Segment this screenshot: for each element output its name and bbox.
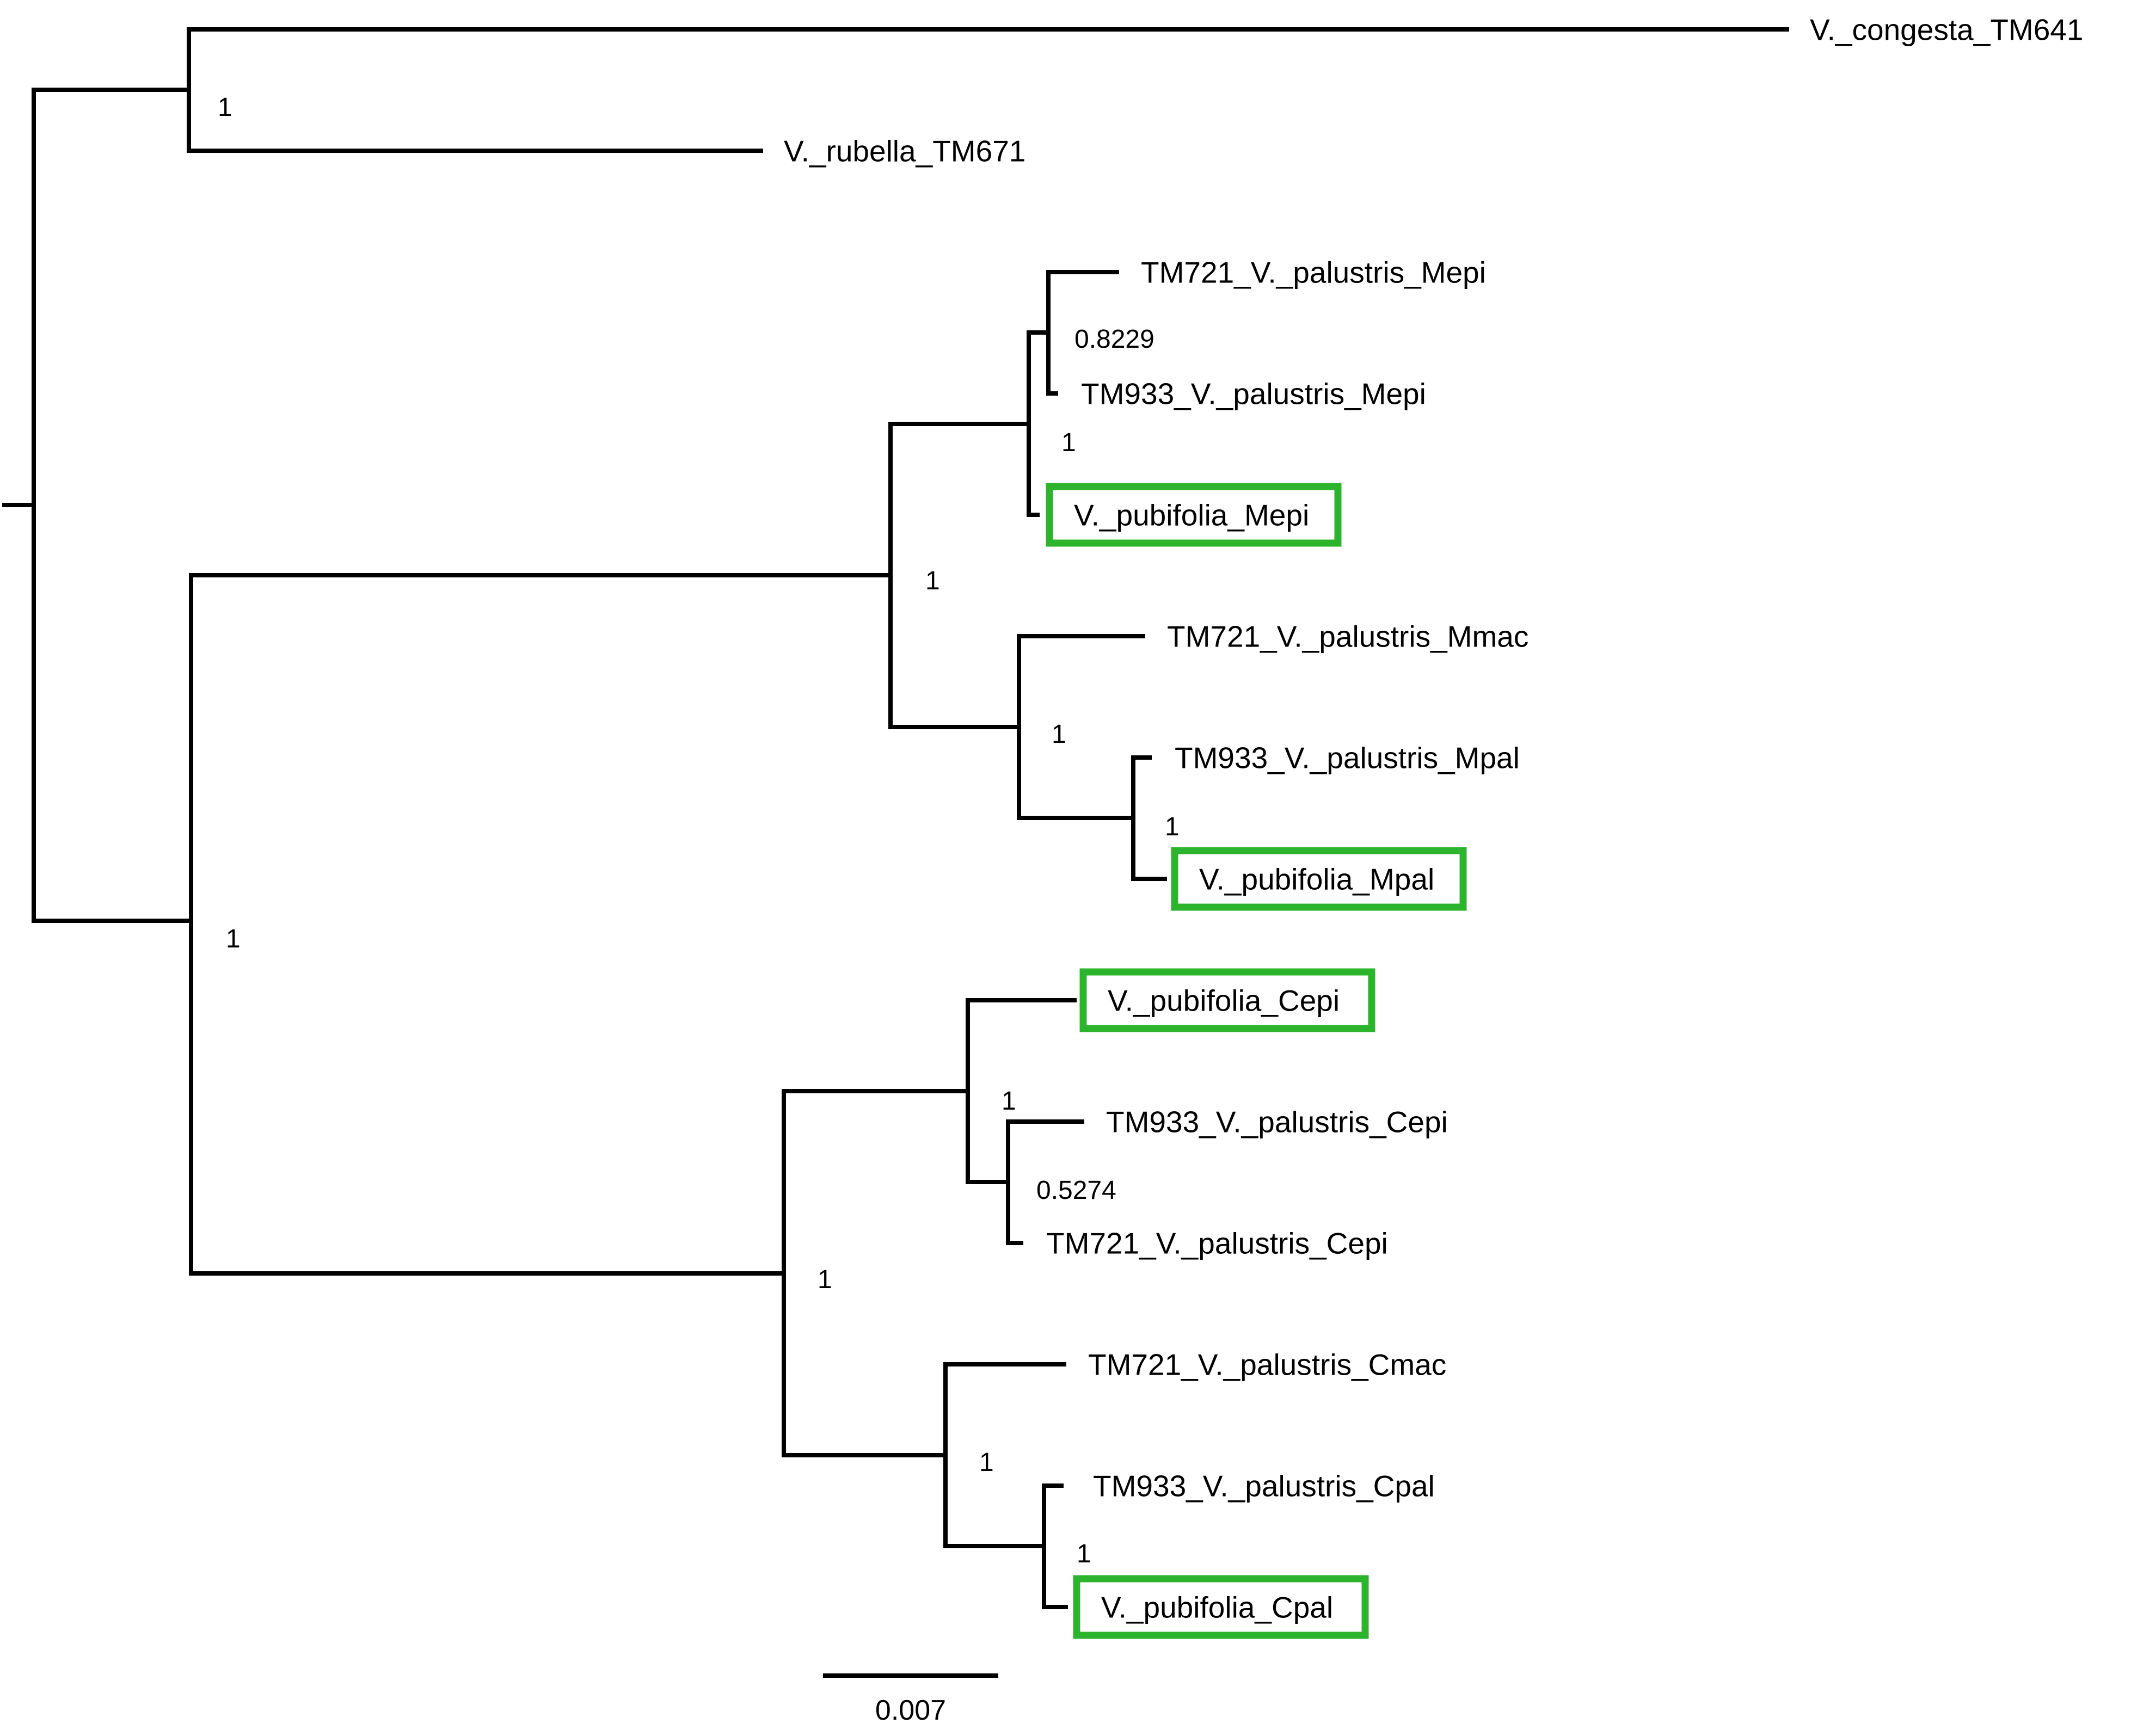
taxon-label: TM933_V._palustris_Cpal <box>1093 1469 1435 1503</box>
support-value: 1 <box>218 93 232 122</box>
taxon-label: V._rubella_TM671 <box>784 134 1025 168</box>
taxon-label-highlighted: V._pubifolia_Cepi <box>1108 983 1340 1017</box>
taxon-label: TM721_V._palustris_Cmac <box>1088 1347 1446 1381</box>
support-value: 1 <box>226 925 241 953</box>
support-value: 1 <box>979 1448 994 1477</box>
taxon-label: TM721_V._palustris_Mmac <box>1167 619 1528 653</box>
highlight-box <box>1046 483 1342 547</box>
taxon-label: TM933_V._palustris_Cepi <box>1106 1105 1448 1138</box>
support-value: 1 <box>1052 720 1066 749</box>
support-value: 1 <box>1002 1087 1016 1116</box>
taxon-label: V._congesta_TM641 <box>1810 13 2084 46</box>
taxon-label: TM721_V._palustris_Mepi <box>1141 255 1486 289</box>
taxon-label-highlighted: V._pubifolia_Mepi <box>1074 498 1309 532</box>
support-value: 1 <box>818 1265 832 1294</box>
support-value: 0.8229 <box>1074 325 1154 354</box>
scale-bar-label: 0.007 <box>875 1695 946 1726</box>
support-value: 1 <box>1165 812 1180 841</box>
taxon-label: TM721_V._palustris_Cepi <box>1046 1226 1388 1260</box>
highlight-box <box>1073 1575 1369 1639</box>
taxon-label-highlighted: V._pubifolia_Mpal <box>1199 862 1434 896</box>
taxon-label: TM933_V._palustris_Mpal <box>1175 741 1520 774</box>
support-value: 1 <box>925 567 940 595</box>
support-value: 1 <box>1077 1540 1091 1568</box>
taxon-label: TM933_V._palustris_Mepi <box>1081 377 1426 410</box>
support-value: 0.5274 <box>1036 1176 1116 1205</box>
highlight-box <box>1171 847 1467 911</box>
taxon-label-highlighted: V._pubifolia_Cpal <box>1101 1590 1333 1624</box>
highlight-box <box>1079 968 1375 1032</box>
support-value: 1 <box>1061 428 1076 457</box>
